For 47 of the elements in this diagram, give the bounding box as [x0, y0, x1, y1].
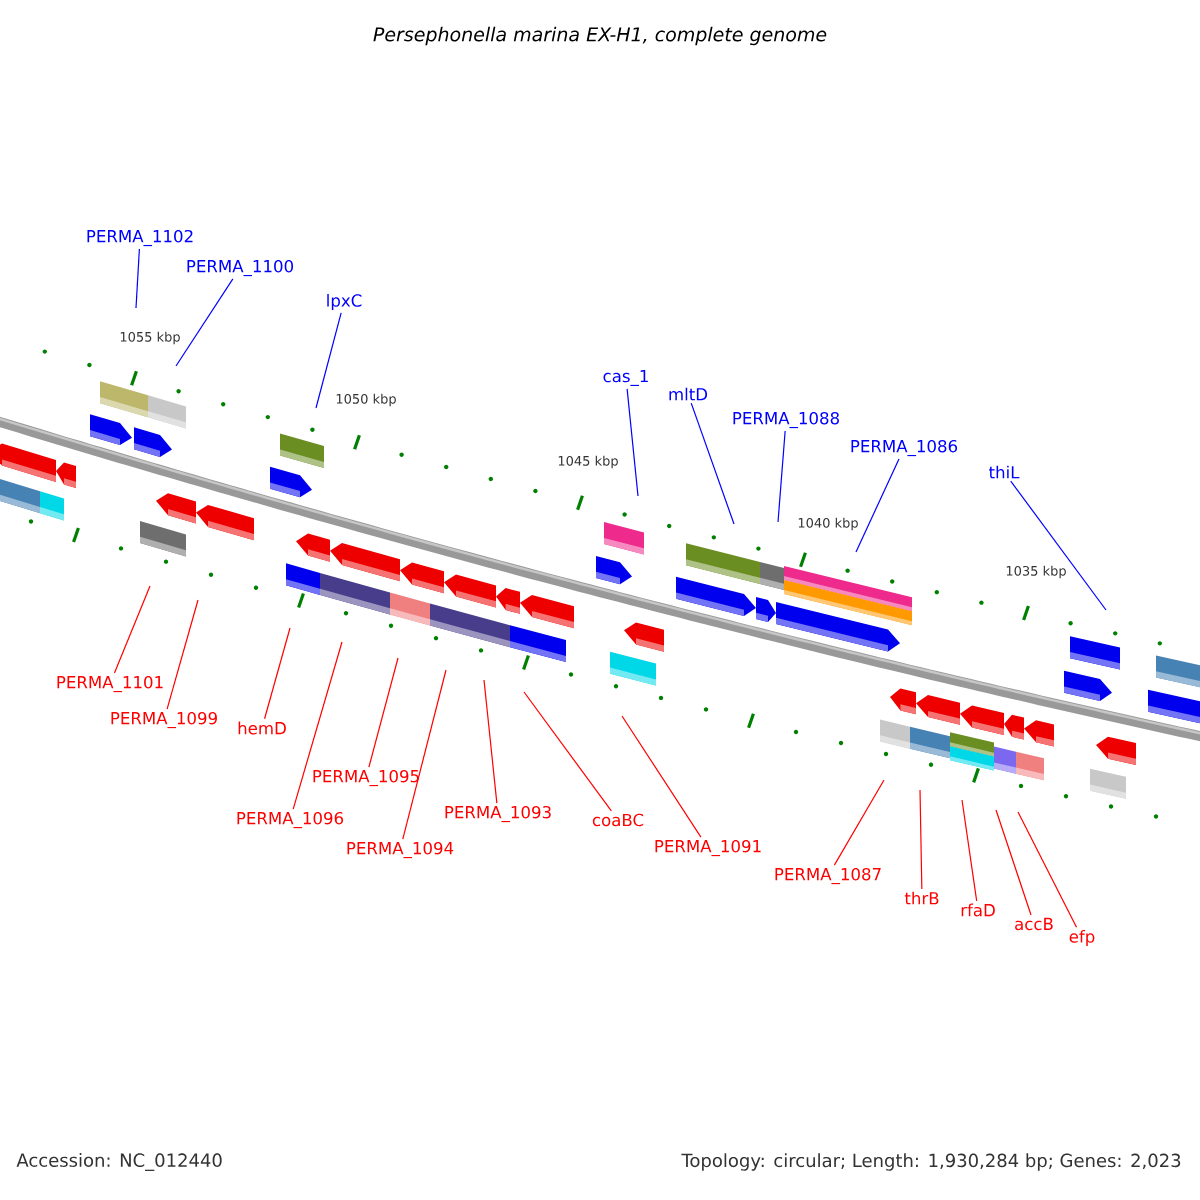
gene-label: PERMA_1102: [87, 229, 193, 247]
gene-label: PERMA_1100: [187, 259, 293, 277]
gene-label: cas_1: [603, 370, 648, 386]
gene-label: PERMA_1096: [237, 811, 344, 829]
leader-line: [166, 599, 199, 710]
gene-label: PERMA_1099: [111, 711, 217, 729]
gene-label: PERMA_1091: [655, 839, 761, 857]
leader-line: [368, 657, 399, 768]
gene-label: thiL: [989, 465, 1020, 479]
footer-text: Accession: NC_012440: [16, 1153, 222, 1171]
leader-line: [919, 789, 923, 890]
leader-line: [113, 585, 151, 674]
gene-label: lpxC: [327, 294, 362, 311]
gene-label: hemD: [238, 721, 286, 735]
leader-line: [292, 641, 343, 810]
gene-label: PERMA_1087: [775, 867, 881, 885]
leader-line: [833, 779, 885, 866]
gene-label: rfaD: [961, 903, 995, 917]
gene-label: PERMA_1093: [445, 805, 551, 823]
footer-text: Topology: circular; Length: 1,930,284 bp; Genes: 2,023: [681, 1153, 1181, 1171]
leader-line: [961, 799, 978, 902]
leader-line: [855, 458, 900, 553]
leader-line: [777, 430, 786, 523]
leader-line: [1017, 811, 1078, 928]
gene-label: coaBC: [592, 813, 644, 827]
leader-line: [135, 248, 140, 309]
leader-line: [175, 278, 234, 367]
gene-label: efp: [1069, 930, 1095, 947]
leader-line: [995, 809, 1032, 916]
leader-line: [483, 679, 498, 804]
gene-label: PERMA_1086: [851, 439, 958, 457]
gene-label: PERMA_1095: [313, 769, 419, 787]
gene-label: PERMA_1088: [733, 411, 839, 429]
leader-line: [263, 627, 291, 720]
gene-label: PERMA_1094: [347, 841, 454, 859]
leader-line: [621, 715, 702, 838]
leader-line: [402, 669, 447, 840]
gene-label: mltD: [669, 387, 708, 401]
leader-line: [315, 312, 342, 409]
gene-label: thrB: [904, 891, 939, 905]
gene-label: accB: [1015, 917, 1053, 931]
leader-line: [690, 402, 735, 525]
leader-line: [523, 691, 612, 812]
leader-line: [626, 388, 639, 497]
gene-label: PERMA_1101: [57, 675, 163, 693]
leader-line: [1010, 480, 1107, 611]
title: Persephonella marina EX-H1, complete genome: [373, 26, 827, 46]
